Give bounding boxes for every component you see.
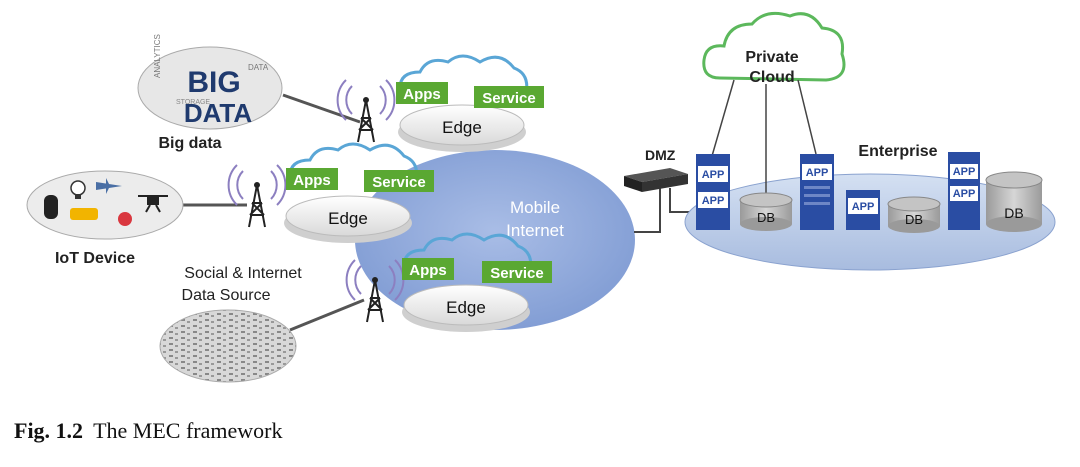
- svg-text:Apps: Apps: [403, 86, 441, 103]
- svg-text:APP: APP: [702, 169, 725, 181]
- svg-text:DATA: DATA: [248, 63, 269, 72]
- binary-data-globe: [159, 309, 297, 383]
- big-data-logo-bottom: DATA: [184, 98, 253, 128]
- dmz-router-icon: [624, 168, 688, 192]
- cell-tower-icon: [336, 79, 396, 143]
- social-source-label-2: Data Source: [182, 287, 271, 304]
- figure-caption: Fig. 1.2 The MEC framework: [14, 418, 282, 444]
- big-data-label: Big data: [158, 135, 221, 152]
- service-tag: [364, 170, 434, 192]
- private-cloud-label-2: Cloud: [749, 69, 794, 86]
- cloud-link: [711, 79, 735, 157]
- server-rack: APP APP: [696, 154, 730, 230]
- big-data-source: ANALYTICS DATA STORAGE BIG DATA: [137, 34, 283, 130]
- cloud-link: [797, 79, 817, 155]
- figure-number: Fig. 1.2: [14, 418, 84, 443]
- iot-device-label: IoT Device: [55, 250, 135, 267]
- svg-text:STORAGE: STORAGE: [176, 99, 210, 106]
- apps-tag: [402, 258, 454, 280]
- apps-tag: [286, 168, 338, 190]
- svg-text:DB: DB: [1004, 205, 1023, 221]
- svg-text:APP: APP: [852, 201, 875, 213]
- server-rack: APP APP: [948, 152, 980, 230]
- mec-framework-diagram: Mobile Internet ANALYTICS DATA STORAGE B…: [26, 11, 1056, 383]
- svg-text:DB: DB: [905, 212, 923, 227]
- airplane-icon: [96, 178, 122, 194]
- service-tag: [474, 86, 544, 108]
- svg-text:Service: Service: [372, 174, 425, 191]
- service-tag: [482, 261, 552, 283]
- mobile-internet-label-2: Internet: [506, 221, 564, 240]
- svg-text:APP: APP: [953, 188, 976, 200]
- alarm-icon: [118, 212, 132, 226]
- edge-node: Edge Apps Service: [284, 142, 434, 243]
- svg-text:Service: Service: [490, 265, 543, 282]
- big-data-logo-top: BIG: [187, 66, 240, 99]
- apps-tag: [396, 82, 448, 104]
- edge-node: Edge Apps Service: [402, 232, 552, 332]
- internet-dmz-link: [634, 186, 661, 233]
- svg-text:ANALYTICS: ANALYTICS: [153, 34, 162, 78]
- edge-label: Edge: [446, 298, 486, 317]
- svg-text:DB: DB: [757, 210, 775, 225]
- mobile-internet-label: Mobile: [510, 198, 560, 217]
- social-link: [289, 298, 365, 332]
- cell-tower-icon: [227, 164, 287, 228]
- svg-text:Apps: Apps: [409, 262, 447, 279]
- figure-caption-text: The MEC framework: [93, 418, 283, 443]
- edge-node: Edge Apps Service: [396, 54, 544, 152]
- database-icon: DB: [739, 192, 793, 231]
- private-cloud: Private Cloud: [702, 11, 846, 86]
- enterprise-label: Enterprise: [858, 143, 937, 160]
- wearable-icon: [44, 195, 58, 219]
- server-rack: APP: [846, 190, 880, 230]
- svg-text:APP: APP: [806, 167, 829, 179]
- database-icon: DB: [887, 196, 941, 233]
- svg-text:Service: Service: [482, 90, 535, 107]
- edge-label: Edge: [442, 118, 482, 137]
- iot-device-source: [26, 170, 184, 240]
- taxi-icon: [70, 208, 98, 220]
- mobile-internet-cloud: [355, 150, 635, 330]
- server-rack: APP: [800, 154, 834, 230]
- bigdata-link: [282, 93, 361, 124]
- edge-label: Edge: [328, 209, 368, 228]
- social-source-label-1: Social & Internet: [184, 265, 302, 282]
- svg-text:APP: APP: [953, 166, 976, 178]
- cell-tower-icon: [345, 259, 405, 323]
- svg-text:Apps: Apps: [293, 172, 331, 189]
- database-icon: DB: [985, 171, 1043, 232]
- drone-icon: [138, 195, 168, 213]
- dmz-label: DMZ: [645, 147, 676, 163]
- lightbulb-icon: [70, 180, 86, 199]
- svg-text:APP: APP: [702, 195, 725, 207]
- private-cloud-label-1: Private: [745, 49, 798, 66]
